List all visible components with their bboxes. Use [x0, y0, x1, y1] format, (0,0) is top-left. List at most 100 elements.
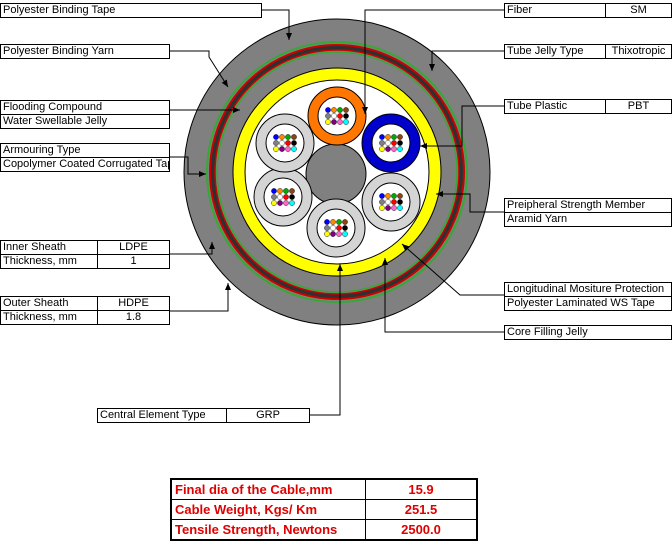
label-outer-sheath: Outer Sheath HDPE Thickness, mm 1.8	[0, 296, 170, 325]
label-longitudinal-protection: Longitudinal Mositure Protection Polyest…	[504, 282, 672, 311]
tube-blue	[361, 113, 421, 173]
green-ring-inner	[216, 51, 458, 293]
tube-orange	[307, 86, 367, 146]
fiber-dot	[330, 219, 336, 225]
tube-plastic-text: Tube Plastic	[507, 100, 568, 112]
summary-value: 251.5	[404, 502, 438, 517]
fiber-dot	[397, 199, 403, 205]
armouring-type-text: Armouring Type	[3, 144, 81, 156]
fiber-dot	[342, 225, 348, 231]
fiber-dot	[324, 219, 330, 225]
fiber-dot	[289, 188, 295, 194]
inner-thickness-text: Thickness, mm	[3, 255, 77, 267]
binding-tape-text: Polyester Binding Tape	[3, 4, 116, 16]
fiber-dot	[385, 193, 391, 199]
fiber-dot	[379, 146, 385, 152]
fiber-dot	[336, 219, 342, 225]
tube-jelly-text: Tube Jelly Type	[507, 45, 584, 57]
summary-row: Cable Weight, Kgs/ Km 251.5	[172, 499, 476, 519]
fiber-dot	[283, 194, 289, 200]
fiber-dot	[336, 225, 342, 231]
fiber-dot	[379, 199, 385, 205]
fiber-dot	[285, 146, 291, 152]
fiber-dot	[385, 134, 391, 140]
fiber-dot	[342, 219, 348, 225]
tube-gray-topleft	[255, 113, 315, 173]
fiber-dot	[391, 140, 397, 146]
label-inner-sheath: Inner Sheath LDPE Thickness, mm 1	[0, 240, 170, 269]
fiber-dot	[331, 107, 337, 113]
fiber-dot	[379, 140, 385, 146]
fiber-dot	[283, 188, 289, 194]
fiber-dot	[271, 200, 277, 206]
long-protection-text: Longitudinal Mositure Protection	[507, 283, 665, 295]
summary-key: Cable Weight, Kgs/ Km	[172, 500, 366, 519]
tube-jelly-value: Thixotropic	[605, 45, 671, 58]
binding-yarn-text: Polyester Binding Yarn	[3, 45, 114, 57]
fiber-dot	[337, 113, 343, 119]
fiber-dot	[277, 200, 283, 206]
label-core-filling: Core Filling Jelly	[504, 325, 672, 340]
fiber-dot	[285, 140, 291, 146]
strength-member-value: Aramid Yarn	[507, 213, 568, 225]
fiber-dot	[391, 193, 397, 199]
fiber-text: Fiber	[507, 4, 533, 16]
label-fiber: Fiber SM	[504, 3, 672, 18]
cable-cross-section	[183, 18, 491, 326]
label-strength-member: Preipheral Strength Member Aramid Yarn	[504, 198, 672, 227]
fiber-dot	[337, 107, 343, 113]
fiber-dot	[325, 113, 331, 119]
long-protection-value: Polyester Laminated WS Tape	[507, 297, 655, 309]
fiber-dot	[385, 199, 391, 205]
leader-lines	[170, 9, 504, 416]
green-ring-outer	[206, 41, 468, 303]
label-tube-plastic: Tube Plastic PBT	[504, 99, 672, 114]
fiber-dot	[273, 140, 279, 146]
fiber-dot	[330, 225, 336, 231]
tube-gray-bottom	[306, 198, 366, 258]
label-armouring: Armouring Type Copolymer Coated Corrugat…	[0, 143, 170, 172]
fiber-dot	[289, 200, 295, 206]
fiber-dot	[397, 146, 403, 152]
central-strength-member	[305, 143, 367, 205]
fiber-dot	[379, 193, 385, 199]
fiber-dot	[385, 146, 391, 152]
fiber-dot	[397, 140, 403, 146]
fiber-dot	[271, 188, 277, 194]
summary-key: Final dia of the Cable,mm	[172, 480, 366, 499]
fiber-dot	[279, 134, 285, 140]
fiber-dot	[289, 194, 295, 200]
inner-sheath-value: LDPE	[97, 241, 169, 254]
fiber-dot	[291, 146, 297, 152]
summary-row: Final dia of the Cable,mm 15.9	[172, 480, 476, 499]
core-filling-text: Core Filling Jelly	[507, 326, 588, 338]
fiber-dot	[397, 193, 403, 199]
fiber-dot	[391, 146, 397, 152]
label-central-element: Central Element Type GRP	[97, 408, 310, 423]
fiber-dot	[343, 119, 349, 125]
fiber-dot	[385, 205, 391, 211]
fiber-dot	[379, 205, 385, 211]
fiber-dot	[273, 146, 279, 152]
fiber-dot	[337, 119, 343, 125]
fiber-dot	[279, 140, 285, 146]
loose-tubes	[253, 86, 421, 258]
fiber-dot	[336, 231, 342, 237]
fiber-dot	[291, 134, 297, 140]
fiber-dot	[342, 231, 348, 237]
fiber-dot	[391, 134, 397, 140]
fiber-dot	[391, 199, 397, 205]
water-swellable-text: Water Swellable Jelly	[3, 115, 108, 127]
fiber-dot	[391, 205, 397, 211]
label-binding-tape: Polyester Binding Tape	[0, 3, 262, 18]
summary-table: Final dia of the Cable,mm 15.9 Cable Wei…	[170, 478, 478, 541]
fiber-dot	[279, 146, 285, 152]
summary-value: 15.9	[408, 482, 434, 497]
strength-member-text: Preipheral Strength Member	[507, 199, 646, 211]
fiber-dot	[283, 200, 289, 206]
summary-key: Tensile Strength, Newtons	[172, 520, 366, 539]
central-element-value: GRP	[226, 409, 309, 422]
tube-gray-right	[361, 172, 421, 232]
armouring-value-text: Copolymer Coated Corrugated Tape	[3, 158, 169, 170]
